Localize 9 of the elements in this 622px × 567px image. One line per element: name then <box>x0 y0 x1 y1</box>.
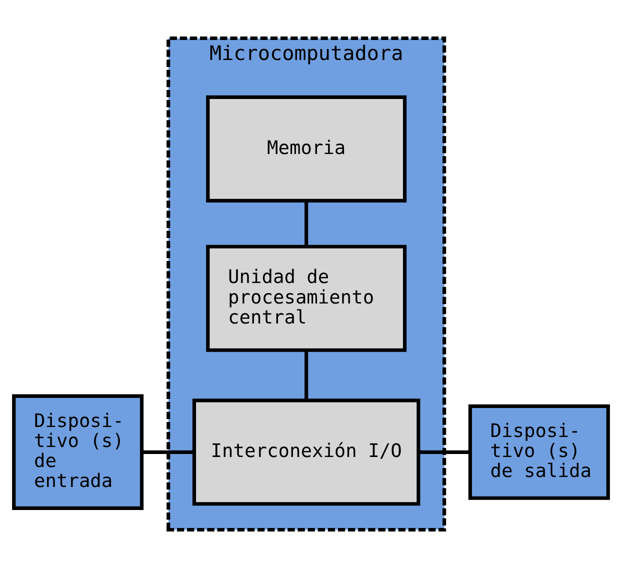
connector <box>418 450 470 454</box>
node-box: Disposi- tivo (s) de entrada <box>12 394 144 510</box>
connector <box>304 200 308 246</box>
connector <box>304 350 308 400</box>
node-box: Interconexión I/O <box>192 398 420 506</box>
node-box: Memoria <box>206 94 407 202</box>
node-box: Disposi- tivo (s) de salida <box>468 404 610 500</box>
connector <box>142 450 194 454</box>
node-box: Unidad de procesamiento central <box>206 244 407 352</box>
